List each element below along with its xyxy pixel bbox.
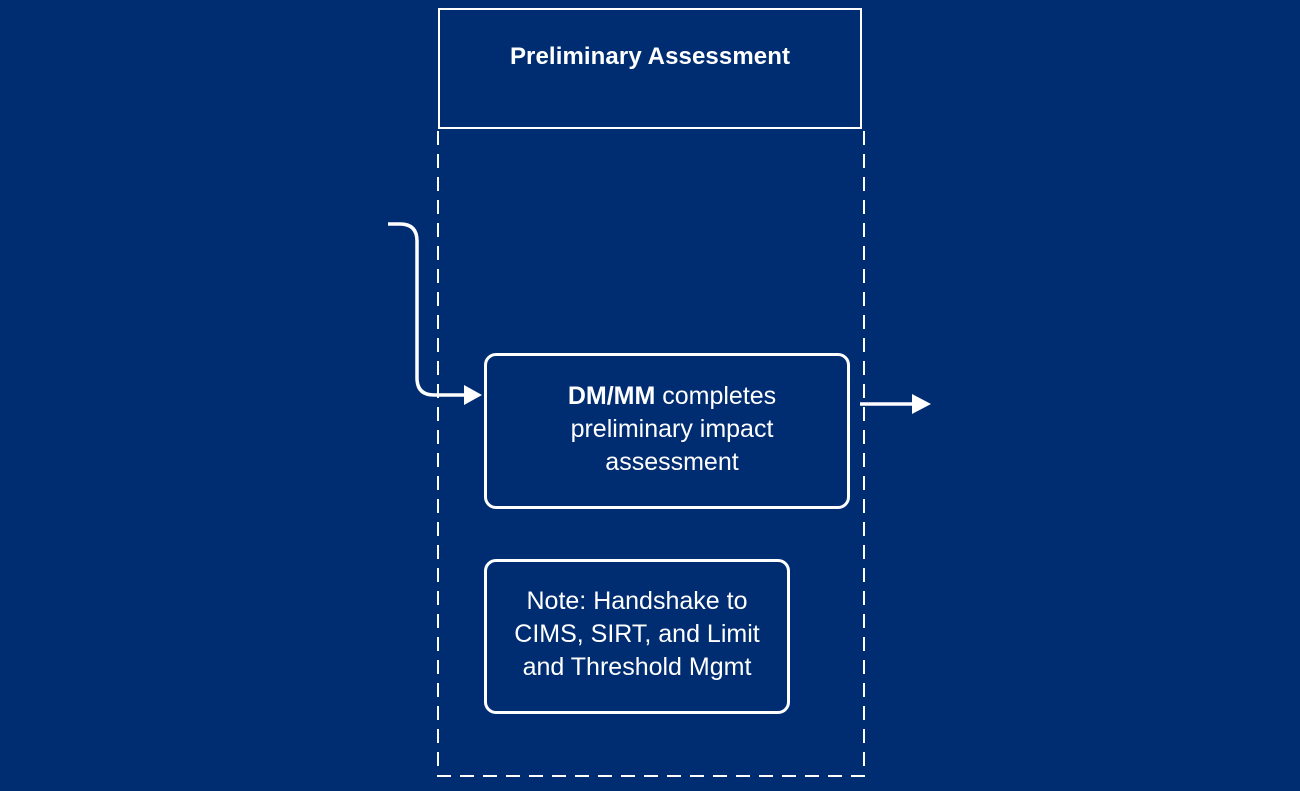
- note-line1: Note: Handshake to: [526, 587, 748, 615]
- process-node-line3: assessment: [605, 448, 739, 476]
- process-node-line2: preliminary impact: [570, 415, 774, 443]
- incoming-connector: [388, 222, 466, 397]
- outgoing-arrowhead-icon: [912, 394, 931, 414]
- note-line3: and Threshold Mgmt: [522, 653, 752, 681]
- swimlane-title: Preliminary Assessment: [509, 43, 791, 70]
- swimlane-boundary: [437, 131, 865, 777]
- note-line2: CIMS, SIRT, and Limit: [514, 620, 760, 648]
- note-node[interactable]: Note: Handshake to CIMS, SIRT, and Limit…: [484, 559, 790, 714]
- process-node[interactable]: DM/MM completes preliminary impact asses…: [484, 353, 850, 509]
- actor-label: DM/MM: [567, 382, 656, 410]
- swimlane-header: Preliminary Assessment: [438, 8, 862, 129]
- incoming-arrowhead-icon: [464, 385, 482, 405]
- process-text-1: completes: [655, 382, 777, 410]
- process-node-line1: DM/MM completes: [497, 380, 847, 413]
